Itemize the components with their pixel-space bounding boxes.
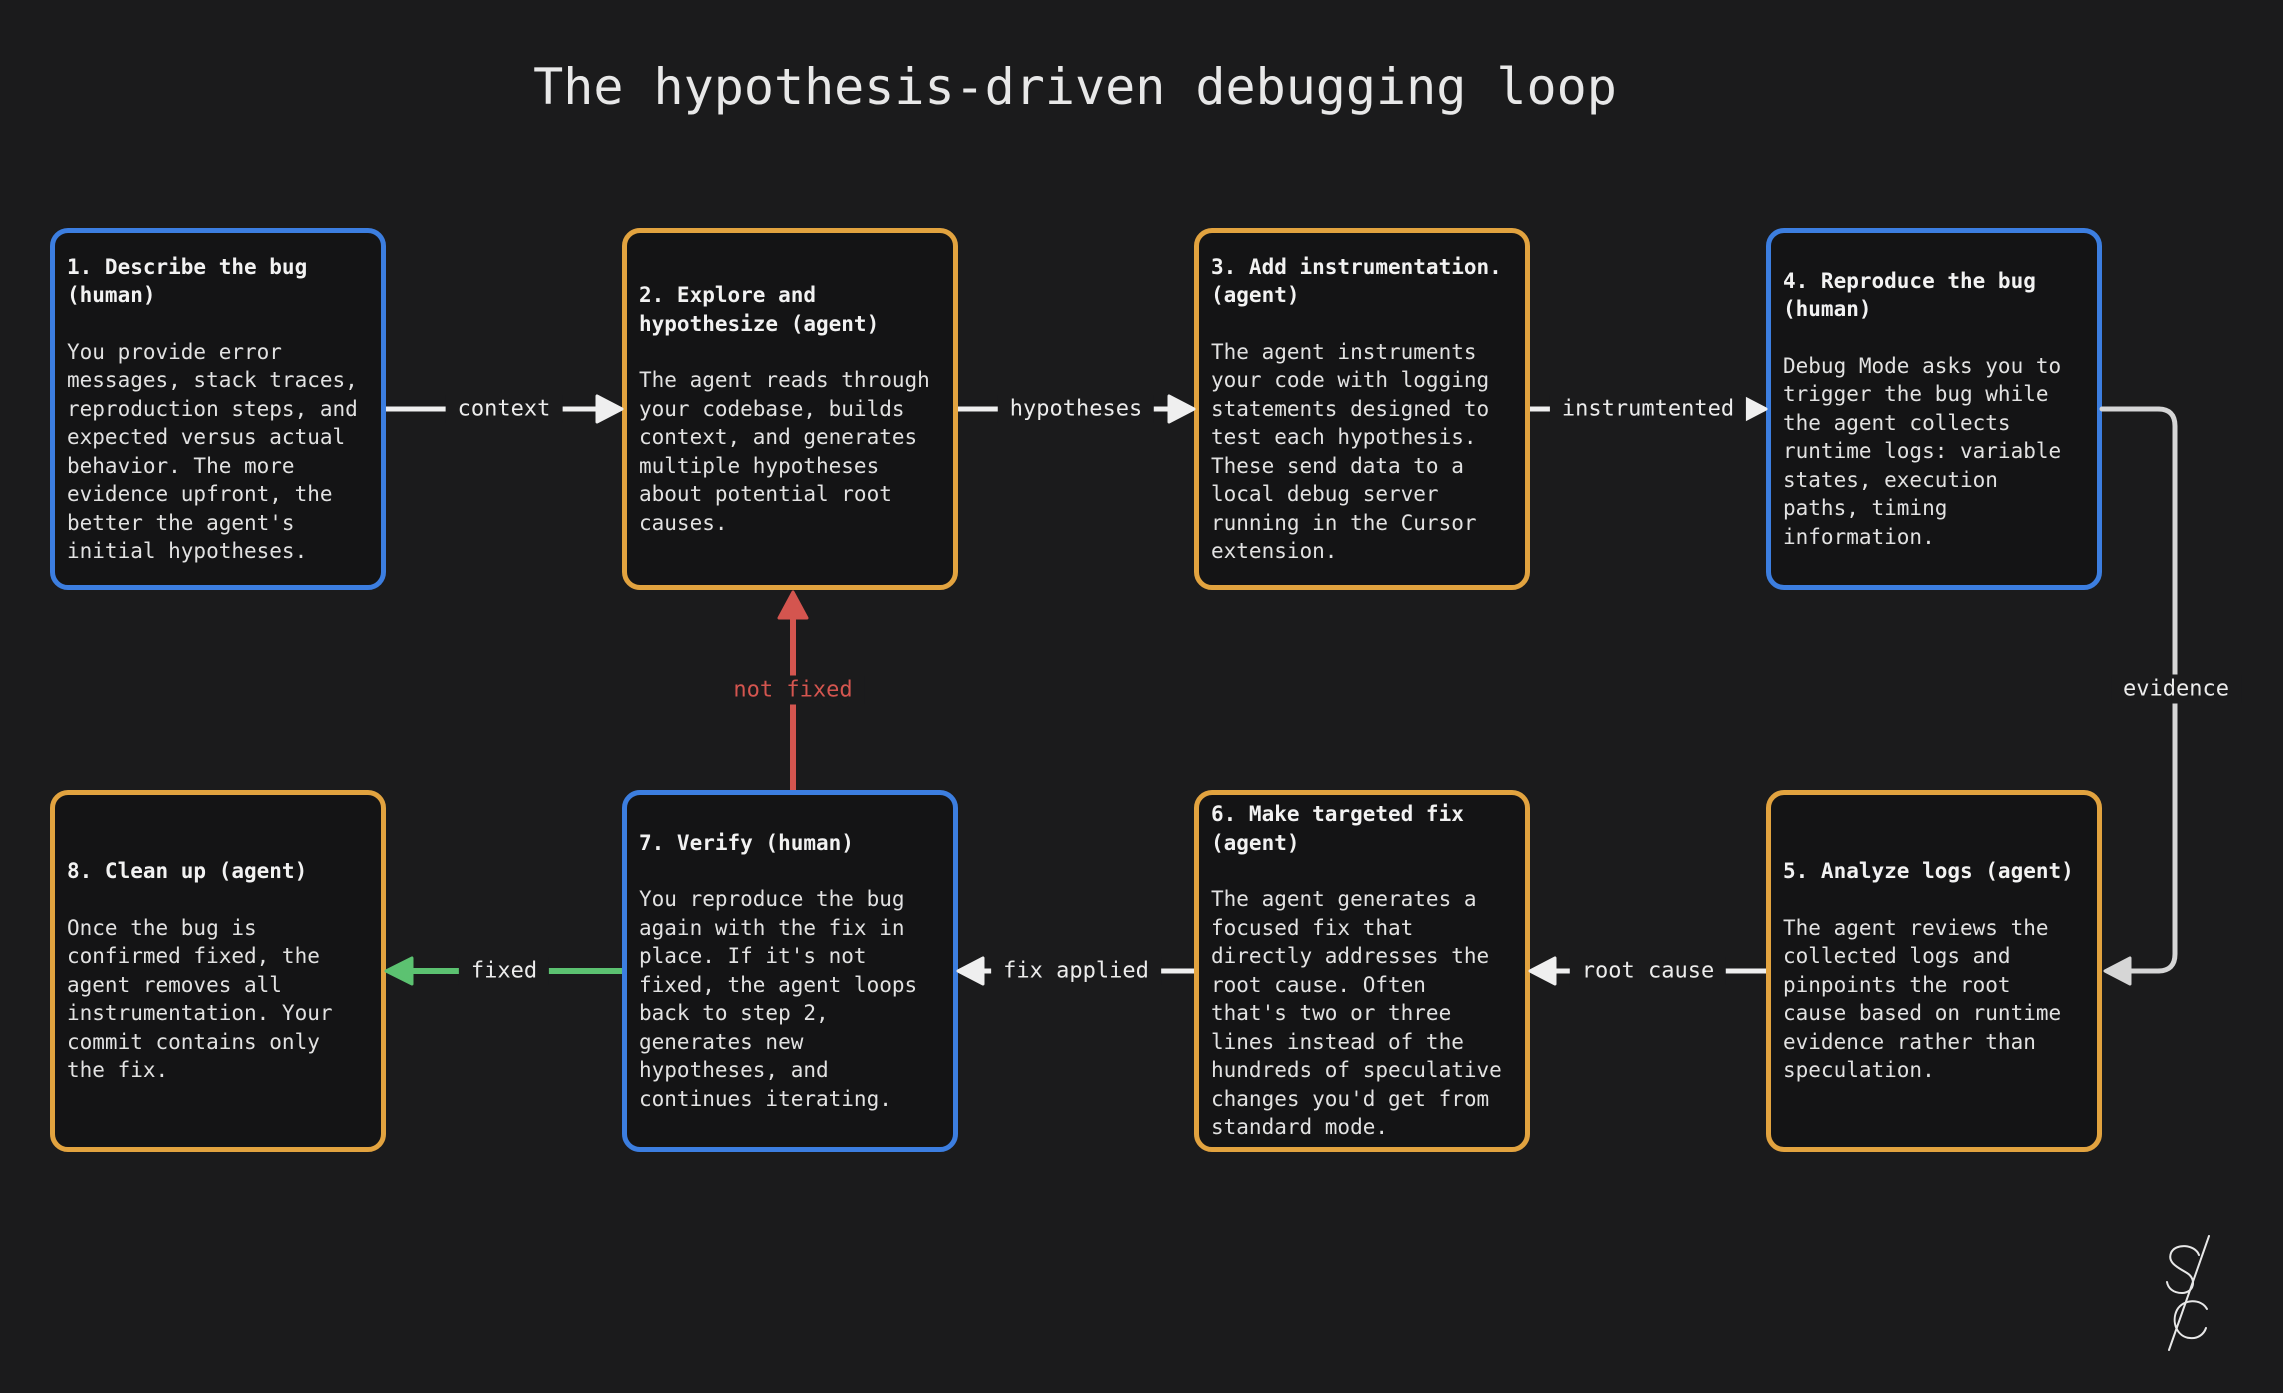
arrow-up-icon: [777, 590, 809, 620]
connector-label-context: context: [445, 394, 563, 424]
arrow-right-icon: [595, 394, 624, 424]
step-6-heading: 6. Make targeted fix (agent): [1211, 802, 1464, 855]
step-box-2-explore-and-hypothesize: 2. Explore and hypothesize (agent) The a…: [622, 228, 958, 590]
step-box-1-describe-the-bug: 1. Describe the bug (human) You provide …: [50, 228, 386, 590]
step-5-body: The agent reviews the collected logs and…: [1783, 915, 2062, 1083]
step-box-6-make-targeted-fix: 6. Make targeted fix (agent) The agent g…: [1194, 790, 1530, 1152]
diagram-title: The hypothesis-driven debugging loop: [533, 58, 1617, 116]
connector-label-not-fixed: not fixed: [721, 675, 865, 705]
sc-monogram-logo: [2166, 1235, 2210, 1351]
step-3-heading: 3. Add instrumentation. (agent): [1211, 254, 1502, 308]
logo-letter-c: [2173, 1300, 2208, 1340]
step-7-body: You reproduce the bug again with the fix…: [639, 887, 918, 1111]
step-6-body: The agent generates a focused fix that d…: [1211, 887, 1502, 1140]
step-7-heading: 7. Verify (human): [639, 830, 854, 855]
step-box-8-clean-up: 8. Clean up (agent) Once the bug is conf…: [50, 790, 386, 1152]
step-1-body: You provide error messages, stack traces…: [67, 339, 358, 564]
connector-label-instrumented: instrumtented: [1549, 394, 1747, 424]
arrow-left-icon: [384, 956, 414, 986]
connector-label-fixed: fixed: [458, 956, 550, 986]
step-8-body: Once the bug is confirmed fixed, the age…: [67, 915, 333, 1083]
step-1-heading: 1. Describe the bug (human): [67, 254, 308, 308]
step-3-body: The agent instruments your code with log…: [1211, 339, 1490, 564]
step-box-5-analyze-logs: 5. Analyze logs (agent) The agent review…: [1766, 790, 2102, 1152]
connector-label-hypotheses: hypotheses: [997, 394, 1155, 424]
step-box-3-add-instrumentation: 3. Add instrumentation. (agent) The agen…: [1194, 228, 1530, 590]
logo-slash: [2168, 1235, 2210, 1351]
step-5-heading: 5. Analyze logs (agent): [1783, 859, 2074, 884]
connector-label-evidence: evidence: [2111, 674, 2241, 704]
connector-label-root-cause: root cause: [1569, 956, 1727, 986]
arrow-left-icon: [1528, 956, 1557, 986]
arrow-left-icon: [2103, 956, 2132, 986]
step-4-heading: 4. Reproduce the bug (human): [1783, 268, 2036, 322]
connector-label-fix-applied: fix applied: [991, 956, 1161, 986]
step-box-4-reproduce-the-bug: 4. Reproduce the bug (human) Debug Mode …: [1766, 228, 2102, 590]
logo-letter-s: [2166, 1245, 2200, 1295]
step-2-body: The agent reads through your codebase, b…: [639, 368, 930, 535]
step-2-heading: 2. Explore and hypothesize (agent): [639, 283, 880, 336]
step-4-body: Debug Mode asks you to trigger the bug w…: [1783, 353, 2062, 549]
arrow-right-icon: [1167, 394, 1196, 424]
arrow-left-icon: [956, 956, 985, 986]
step-8-heading: 8. Clean up (agent): [67, 859, 308, 884]
step-box-7-verify: 7. Verify (human) You reproduce the bug …: [622, 790, 958, 1152]
